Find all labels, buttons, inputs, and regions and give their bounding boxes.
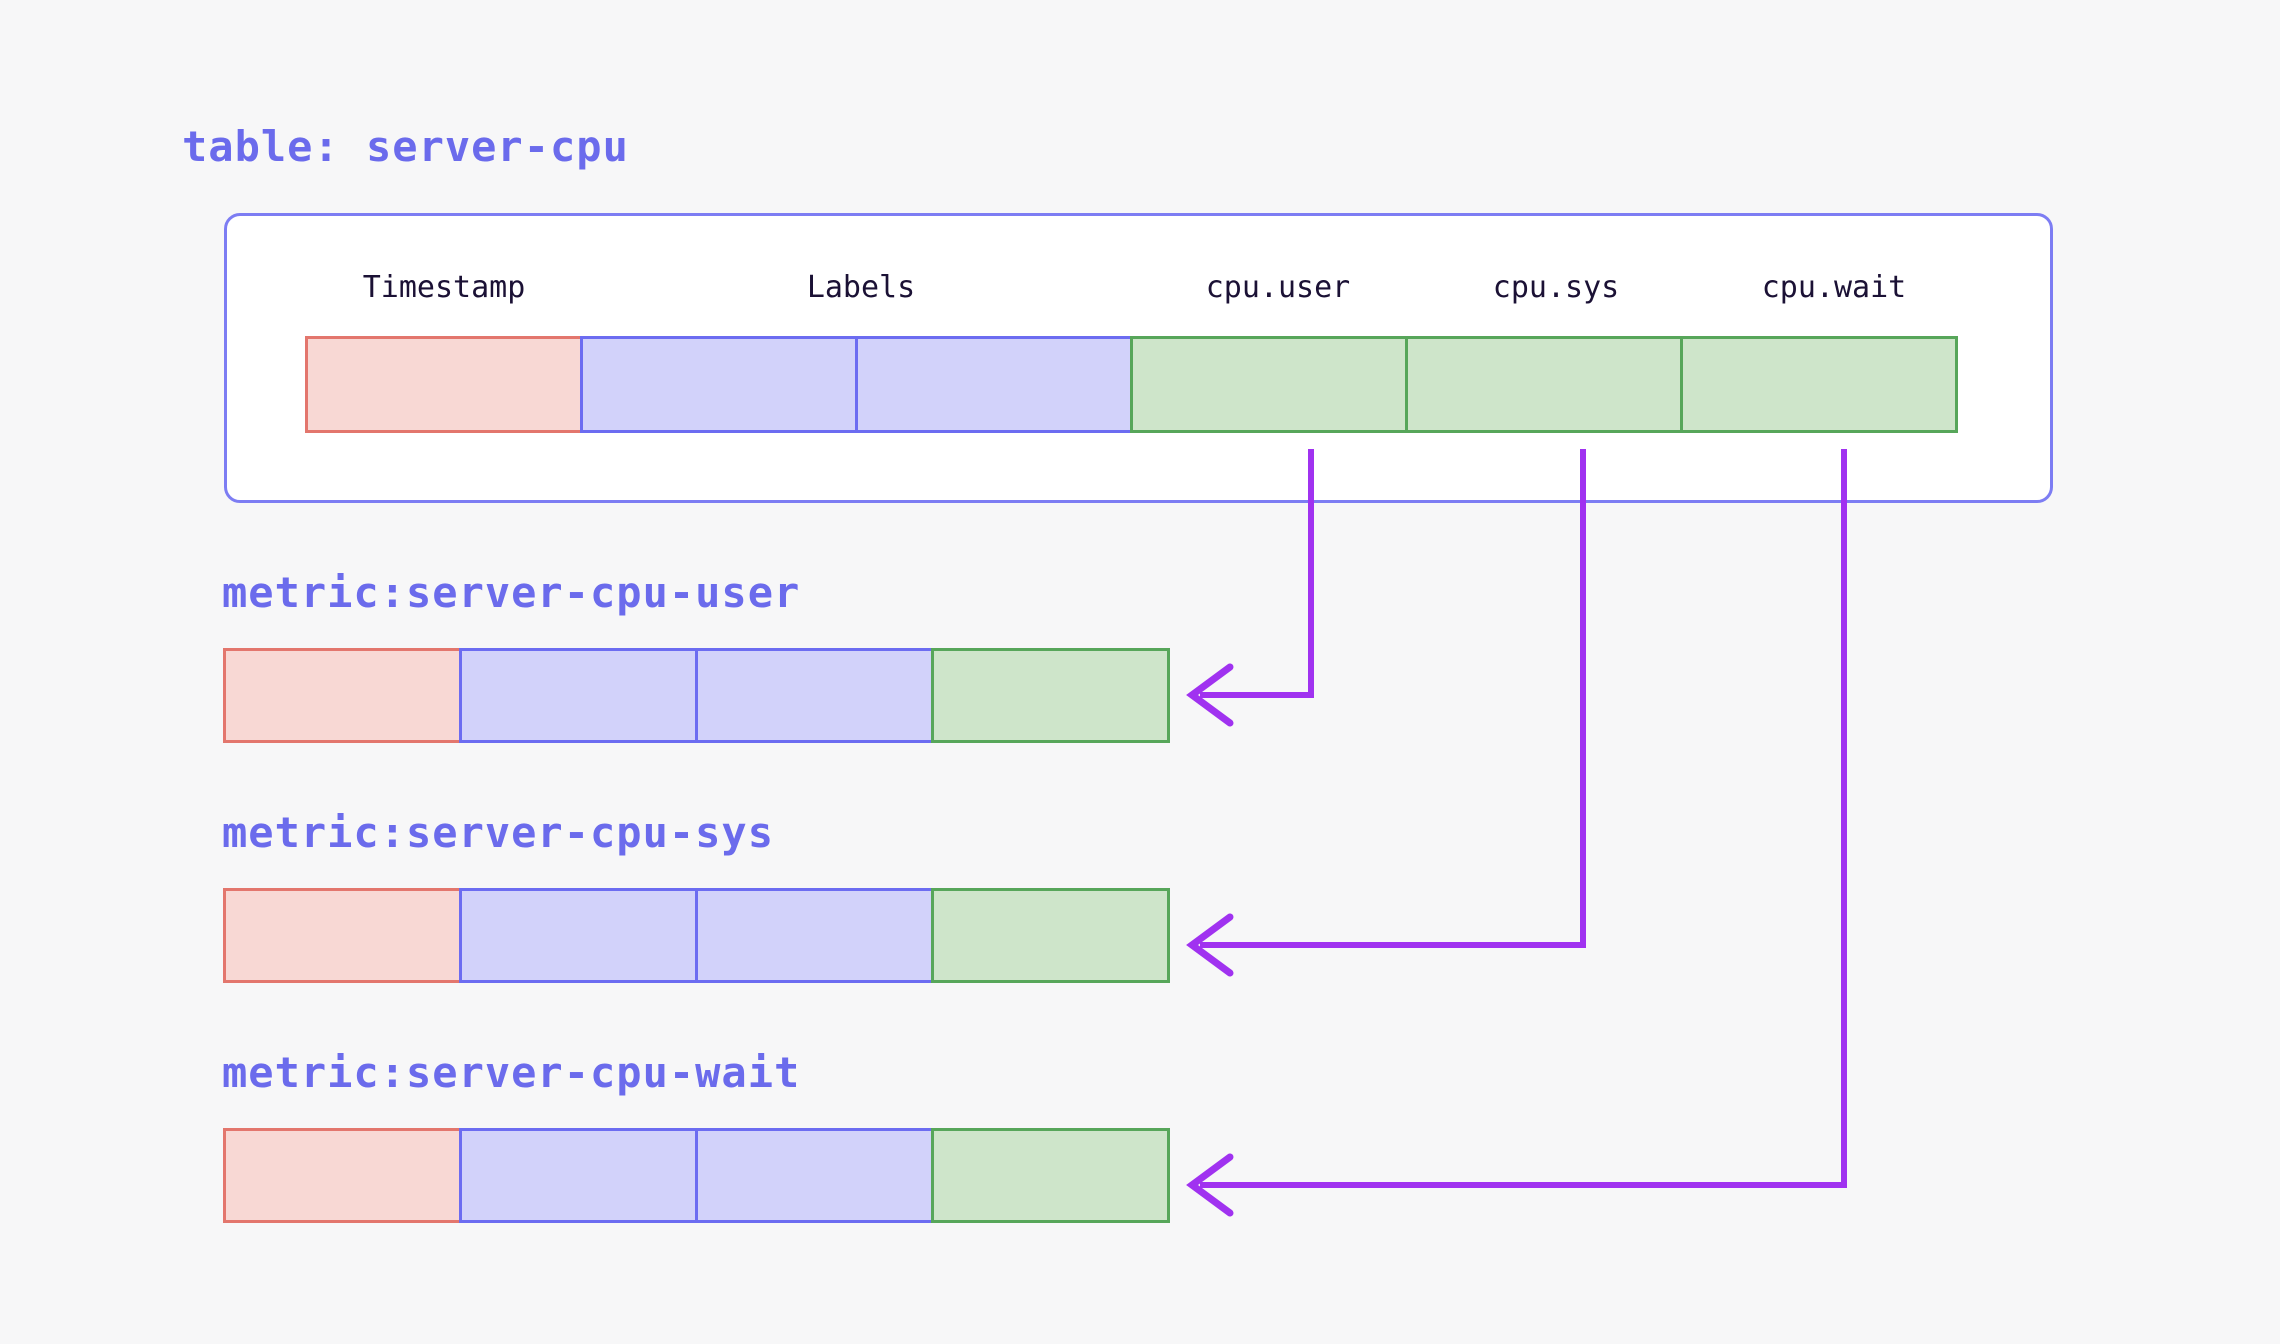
metric-cell-timestamp — [223, 888, 462, 983]
metric-cell-label-2 — [695, 1128, 934, 1223]
table-cell-cpu-sys — [1405, 336, 1683, 433]
metric-cell-label-1 — [459, 1128, 698, 1223]
metric-cell-value — [931, 648, 1170, 743]
metric-title-cpu-user: metric:server-cpu-user — [222, 568, 801, 617]
arrow-cpu-sys — [1186, 449, 1586, 977]
table-cell-cpu-wait — [1680, 336, 1958, 433]
metric-cell-timestamp — [223, 648, 462, 743]
table-title: table: server-cpu — [182, 122, 629, 171]
arrow-cpu-wait — [1186, 449, 1847, 1217]
metric-row-cpu-sys — [223, 888, 1170, 983]
column-header-cpu-wait: cpu.wait — [1761, 270, 1907, 305]
table-cell-cpu-user — [1130, 336, 1408, 433]
metric-cell-label-1 — [459, 648, 698, 743]
metric-cell-label-2 — [695, 648, 934, 743]
metric-cell-value — [931, 1128, 1170, 1223]
metric-title-cpu-sys: metric:server-cpu-sys — [222, 808, 775, 857]
column-header-cpu-user: cpu.user — [1205, 270, 1351, 305]
table-row — [305, 336, 1958, 433]
column-header-cpu-sys: cpu.sys — [1492, 270, 1620, 305]
metric-row-cpu-wait — [223, 1128, 1170, 1223]
table-cell-timestamp — [305, 336, 583, 433]
table-cell-label-1 — [580, 336, 858, 433]
table-cell-label-2 — [855, 336, 1133, 433]
column-header-timestamp: Timestamp — [362, 270, 526, 305]
metric-cell-value — [931, 888, 1170, 983]
metric-row-cpu-user — [223, 648, 1170, 743]
metric-title-cpu-wait: metric:server-cpu-wait — [222, 1048, 801, 1097]
column-header-labels: Labels — [806, 270, 916, 305]
metric-cell-label-2 — [695, 888, 934, 983]
metric-cell-label-1 — [459, 888, 698, 983]
metric-cell-timestamp — [223, 1128, 462, 1223]
